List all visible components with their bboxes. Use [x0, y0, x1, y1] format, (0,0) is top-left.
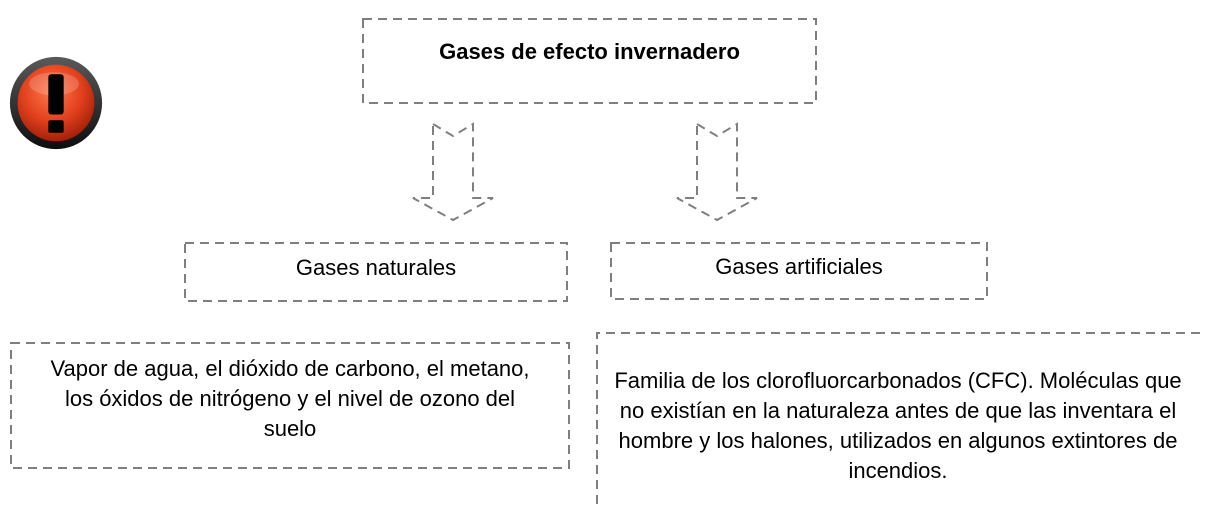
- natural-gases-description-frame: [10, 342, 570, 469]
- warning-icon: [9, 56, 103, 150]
- natural-gases-box-frame: [184, 242, 568, 302]
- natural-gases-description: Vapor de agua, el dióxido de carbono, el…: [50, 355, 530, 441]
- title-box: Gases de efecto invernadero: [362, 18, 817, 104]
- artificial-gases-description-frame: [596, 332, 1200, 504]
- arrow-down-icon: [676, 122, 758, 222]
- diagram-title: Gases de efecto invernadero: [439, 39, 740, 64]
- arrow-down-icon: [412, 122, 494, 222]
- natural-gases-box: Gases naturales: [184, 242, 568, 302]
- artificial-gases-box: Gases artificiales: [610, 242, 988, 300]
- artificial-gases-box-frame: [610, 242, 988, 300]
- natural-gases-description-box: Vapor de agua, el dióxido de carbono, el…: [10, 342, 570, 469]
- title-box-frame: [362, 18, 817, 104]
- artificial-gases-description: Familia de los clorofluorcarbonados (CFC…: [614, 368, 1182, 483]
- natural-gases-label: Gases naturales: [295, 255, 457, 280]
- artificial-gases-description-box: Familia de los clorofluorcarbonados (CFC…: [596, 332, 1200, 504]
- artificial-gases-label: Gases artificiales: [715, 254, 883, 279]
